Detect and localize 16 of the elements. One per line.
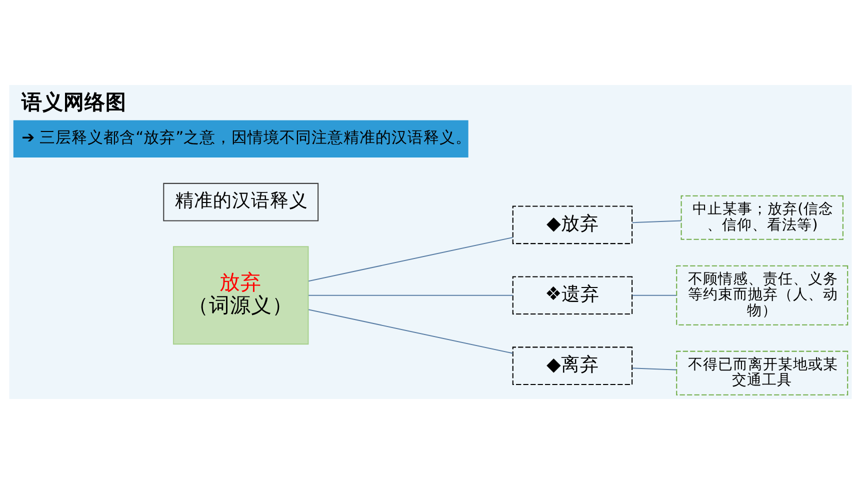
node-box: 精准的汉语释义 [162, 182, 318, 222]
node-box: 放弃 （词源义） [172, 246, 308, 345]
connector [632, 368, 676, 370]
connector [632, 220, 681, 224]
node-box: 不得已而离开某地或某交通工具 [676, 350, 848, 396]
connector [308, 236, 512, 282]
node-box: 不顾情感、责任、义务等约束而抛弃（人、动物） [676, 265, 848, 326]
label: ➔ 三层释义都含“放弃”之意，因情境不同注意精准的汉语释义。 [21, 128, 472, 147]
node-box: ◆放弃 [512, 206, 632, 244]
connector [308, 294, 512, 296]
connector [308, 309, 512, 354]
connector [632, 294, 676, 296]
diagram-title: 语义网络图 [21, 90, 126, 114]
node-box: 中止某事；放弃(信念、信仰、看法等) [680, 195, 843, 240]
node-box: ❖遗弃 [512, 276, 632, 315]
node-box: ◆离弃 [512, 346, 632, 385]
